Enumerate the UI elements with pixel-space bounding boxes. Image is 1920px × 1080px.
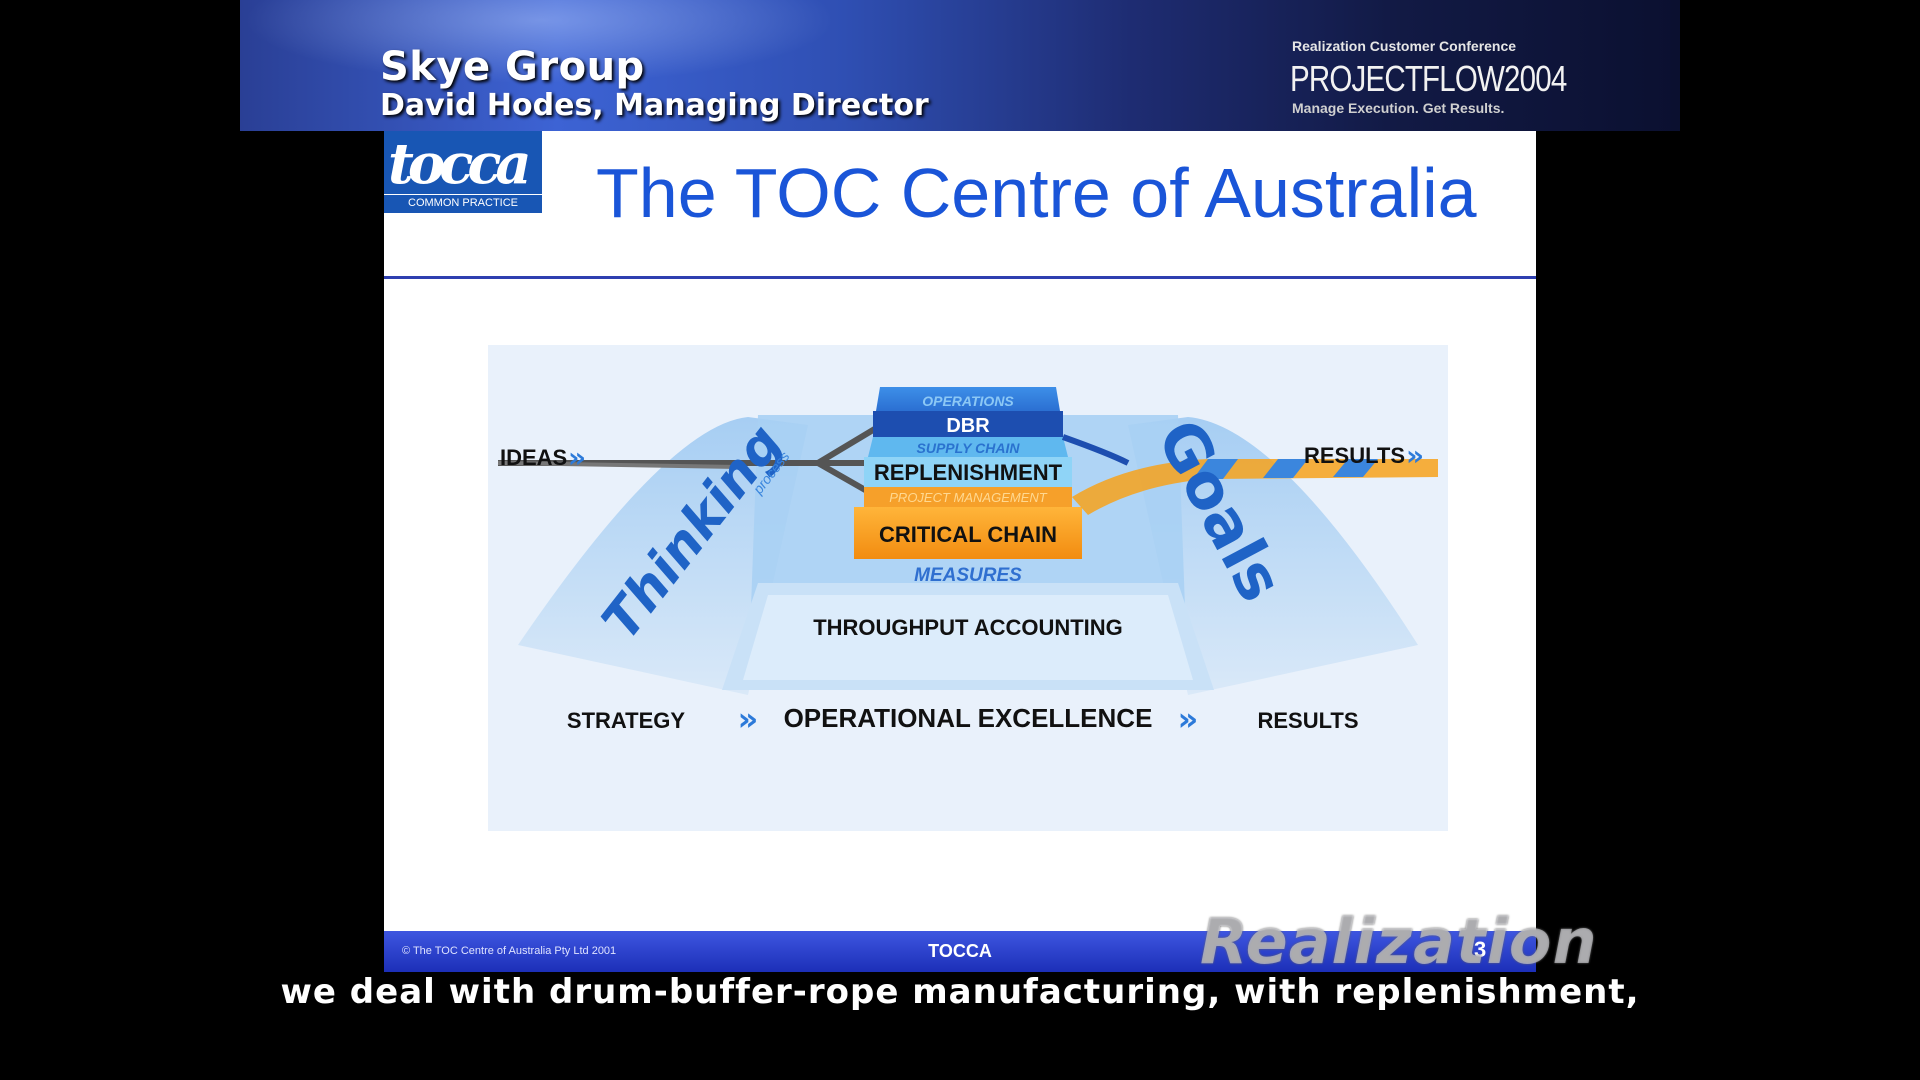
goals-hill (1128, 417, 1418, 695)
page-number: 3 (1474, 937, 1487, 962)
replenishment-layer (864, 457, 1072, 487)
operations-label: OPERATIONS (922, 393, 1014, 409)
banner-sheen (240, 0, 1680, 131)
tocca-logo-subtitle: COMMON PRACTICE (384, 194, 542, 209)
title-divider (384, 276, 1536, 279)
throughput-accounting-label: THROUGHPUT ACCOUNTING (813, 615, 1123, 640)
ideas-label: IDEAS (500, 445, 567, 470)
supply-chain-layer (868, 437, 1068, 457)
results-top-arrow: » (1406, 439, 1424, 472)
copyright-text: © The TOC Centre of Australia Pty Ltd 20… (402, 945, 617, 957)
operations-layer (876, 387, 1060, 411)
operational-excellence-label: OPERATIONAL EXCELLENCE (784, 703, 1153, 733)
realization-watermark: Realization (1200, 905, 1598, 978)
presentation-slide: tocca COMMON PRACTICE The TOC Centre of … (384, 131, 1536, 972)
toc-diagram: IDEAS » RESULTS » Thinking process Goals… (497, 387, 1438, 738)
measures-label: MEASURES (914, 565, 1022, 586)
strategy-label: STRATEGY (567, 708, 685, 733)
conference-name: PROJECTFLOW2004 (1290, 58, 1567, 99)
slide-footer: © The TOC Centre of Australia Pty Ltd 20… (384, 931, 1536, 972)
presenter-org: Skye Group (380, 44, 645, 90)
video-subtitle: we deal with drum-buffer-rope manufactur… (280, 972, 1640, 1012)
thinking-hill (518, 417, 808, 695)
results-top-label: RESULTS (1304, 443, 1405, 468)
slide-title: The TOC Centre of Australia (596, 154, 1477, 232)
platform-base-edge (743, 595, 1193, 680)
tocca-logo: tocca COMMON PRACTICE (384, 131, 542, 213)
project-management-label: PROJECT MANAGEMENT (889, 490, 1048, 505)
results-bottom-label: RESULTS (1257, 708, 1358, 733)
replenishment-label: REPLENISHMENT (874, 460, 1063, 485)
project-management-layer (864, 487, 1072, 507)
dbr-label: DBR (946, 415, 990, 437)
dbr-layer (873, 411, 1063, 437)
conference-label: Realization Customer Conference (1292, 38, 1517, 54)
presenter-banner: Skye Group David Hodes, Managing Directo… (240, 0, 1680, 131)
presenter-name: David Hodes, Managing Director (380, 88, 929, 123)
footer-label: TOCCA (928, 941, 992, 961)
ideas-arrow: » (568, 441, 586, 474)
critical-chain-label: CRITICAL CHAIN (879, 522, 1057, 547)
tocca-logo-mark: tocca (388, 131, 532, 197)
conference-tagline: Manage Execution. Get Results. (1292, 100, 1505, 116)
strategy-arrow: » (738, 700, 759, 738)
supply-chain-label: SUPPLY CHAIN (917, 440, 1021, 456)
excellence-arrow: » (1178, 700, 1199, 738)
critical-chain-layer (854, 507, 1082, 559)
